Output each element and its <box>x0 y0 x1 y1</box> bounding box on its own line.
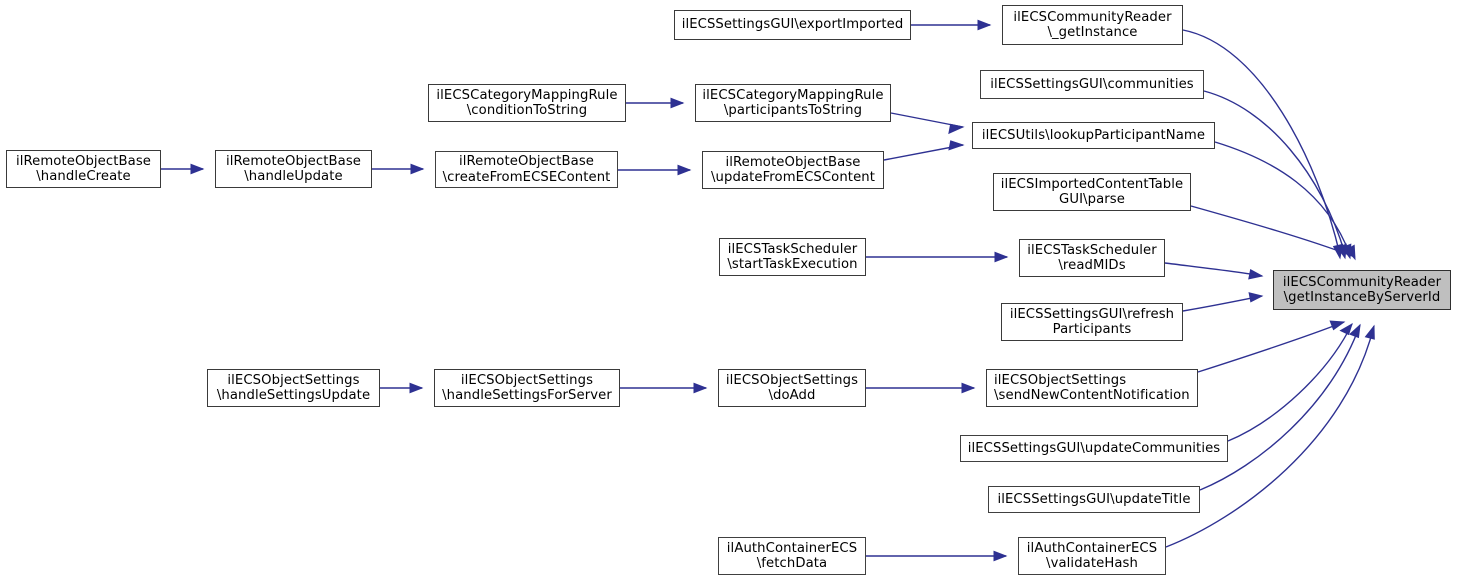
node-label-updateFromECSContent: ilRemoteObjectBase \updateFromECSContent <box>710 154 876 186</box>
arrowhead <box>1248 269 1264 280</box>
arrowhead <box>1332 243 1344 260</box>
edge-updateTitle-to-target <box>1199 323 1361 491</box>
node-validateHash[interactable]: ilAuthContainerECS \validateHash <box>1018 537 1166 575</box>
node-startTaskExecution[interactable]: ilECSTaskScheduler \startTaskExecution <box>719 238 866 276</box>
edge-sendNewContentNotification-to-target <box>1197 320 1346 373</box>
arrowhead <box>1348 323 1361 339</box>
edge-handleSettingsForServer-to-doAdd <box>620 382 708 394</box>
arrowhead <box>1339 322 1353 336</box>
node-conditionToString[interactable]: ilECSCategoryMappingRule \conditionToStr… <box>428 84 626 122</box>
arrowhead <box>948 123 965 135</box>
node-fetchData[interactable]: ilAuthContainerECS \fetchData <box>718 537 866 575</box>
edge-handleSettingsUpdate-to-handleSettingsForServer <box>380 382 424 394</box>
arrowhead <box>677 164 692 176</box>
node-handleSettingsForServer[interactable]: ilECSObjectSettings \handleSettingsForSe… <box>434 369 620 407</box>
node-getInstanceByServerId[interactable]: ilECSCommunityReader \getInstanceByServe… <box>1273 270 1451 310</box>
node-label-getInstanceByServerId: ilECSCommunityReader \getInstanceByServe… <box>1282 274 1442 306</box>
edge-doAdd-to-sendNewContentNotification <box>866 382 976 394</box>
node-label-handleSettingsForServer: ilECSObjectSettings \handleSettingsForSe… <box>442 372 612 404</box>
edge-lookupParticipantName-to-target <box>1214 141 1352 260</box>
node-label-conditionToString: ilECSCategoryMappingRule \conditionToStr… <box>436 87 618 119</box>
edge-handleUpdate-to-createFromECSEContent <box>372 163 425 175</box>
edge-readMIDs-to-target <box>1164 262 1264 280</box>
arrowhead <box>994 251 1009 263</box>
arrowhead <box>1329 320 1346 331</box>
node-participantsToString[interactable]: ilECSCategoryMappingRule \participantsTo… <box>695 84 891 122</box>
node-getInstance[interactable]: ilECSCommunityReader \_getInstance <box>1002 5 1183 45</box>
arrowhead <box>961 382 976 394</box>
node-label-refreshParticipants: ilECSSettingsGUI\refresh Participants <box>1009 306 1175 338</box>
arrowhead <box>670 97 685 109</box>
arrowhead <box>1364 324 1375 340</box>
edge-createFromECSEContent-to-updateFromECSContent <box>618 164 692 176</box>
arrowhead <box>1345 244 1356 261</box>
node-label-sendNewContentNotification: ilECSObjectSettings \sendNewContentNotif… <box>994 372 1190 404</box>
node-label-exportImported: ilECSSettingsGUI\exportImported <box>681 17 904 33</box>
node-readMIDs[interactable]: ilECSTaskScheduler \readMIDs <box>1019 239 1165 277</box>
arrowhead <box>977 19 992 31</box>
edge-fetchData-to-validateHash <box>866 550 1008 562</box>
edge-handleCreate-to-handleUpdate <box>161 163 205 175</box>
node-refreshParticipants[interactable]: ilECSSettingsGUI\refresh Participants <box>1001 303 1183 341</box>
node-label-participantsToString: ilECSCategoryMappingRule \participantsTo… <box>702 87 884 119</box>
node-label-handleSettingsUpdate: ilECSObjectSettings \handleSettingsUpdat… <box>216 372 371 404</box>
node-label-lookupParticipantName: ilECSUtils\lookupParticipantName <box>981 127 1206 143</box>
edge-participantsToString-to-lookupParticipantName <box>890 112 965 135</box>
node-label-createFromECSEContent: ilRemoteObjectBase \createFromECSEConten… <box>442 154 611 185</box>
edge-parse-to-target <box>1190 205 1356 261</box>
node-label-startTaskExecution: ilECSTaskScheduler \startTaskExecution <box>727 241 858 273</box>
node-handleCreate[interactable]: ilRemoteObjectBase \handleCreate <box>6 150 161 188</box>
arrowhead <box>1341 243 1352 260</box>
edge-updateCommunities-to-target <box>1227 322 1353 442</box>
node-createFromECSEContent[interactable]: ilRemoteObjectBase \createFromECSEConten… <box>435 151 618 188</box>
edge-conditionToString-to-participantsToString <box>626 97 685 109</box>
node-label-updateCommunities: ilECSSettingsGUI\updateCommunities <box>967 440 1221 456</box>
node-label-doAdd: ilECSObjectSettings \doAdd <box>725 372 859 404</box>
node-label-readMIDs: ilECSTaskScheduler \readMIDs <box>1027 242 1157 274</box>
node-label-getInstance: ilECSCommunityReader \_getInstance <box>1013 9 1172 41</box>
arrowhead <box>1248 292 1264 303</box>
node-exportImported[interactable]: ilECSSettingsGUI\exportImported <box>674 10 911 40</box>
node-sendNewContentNotification[interactable]: ilECSObjectSettings \sendNewContentNotif… <box>986 369 1198 407</box>
node-label-updateTitle: ilECSSettingsGUI\updateTitle <box>997 491 1191 507</box>
edge-startTaskExecution-to-readMIDs <box>866 251 1009 263</box>
arrowhead <box>410 163 425 175</box>
edge-exportImported-to-getInstance <box>911 19 992 31</box>
arrowhead <box>1336 243 1347 260</box>
arrowhead <box>993 550 1008 562</box>
node-lookupParticipantName[interactable]: ilECSUtils\lookupParticipantName <box>972 122 1215 149</box>
arrowhead <box>409 382 424 394</box>
node-handleSettingsUpdate[interactable]: ilECSObjectSettings \handleSettingsUpdat… <box>207 369 380 407</box>
node-label-fetchData: ilAuthContainerECS \fetchData <box>726 540 858 572</box>
node-doAdd[interactable]: ilECSObjectSettings \doAdd <box>718 369 866 407</box>
node-label-handleUpdate: ilRemoteObjectBase \handleUpdate <box>225 153 362 185</box>
edge-refreshParticipants-to-target <box>1182 292 1264 312</box>
node-communities[interactable]: ilECSSettingsGUI\communities <box>980 70 1204 99</box>
node-updateFromECSContent[interactable]: ilRemoteObjectBase \updateFromECSContent <box>702 151 884 189</box>
arrowhead <box>948 140 965 151</box>
node-updateTitle[interactable]: ilECSSettingsGUI\updateTitle <box>988 486 1200 513</box>
node-label-validateHash: ilAuthContainerECS \validateHash <box>1026 540 1158 572</box>
node-parse[interactable]: ilECSImportedContentTable GUI\parse <box>993 173 1191 211</box>
node-label-communities: ilECSSettingsGUI\communities <box>990 76 1194 92</box>
node-updateCommunities[interactable]: ilECSSettingsGUI\updateCommunities <box>960 435 1228 462</box>
edge-communities-to-target <box>1203 90 1347 260</box>
arrowhead <box>693 382 708 394</box>
node-handleUpdate[interactable]: ilRemoteObjectBase \handleUpdate <box>215 150 372 188</box>
node-label-parse: ilECSImportedContentTable GUI\parse <box>1000 176 1184 208</box>
arrowhead <box>190 163 205 175</box>
node-label-handleCreate: ilRemoteObjectBase \handleCreate <box>15 153 152 185</box>
edge-updateFromECSContent-to-lookupParticipantName <box>883 140 965 161</box>
